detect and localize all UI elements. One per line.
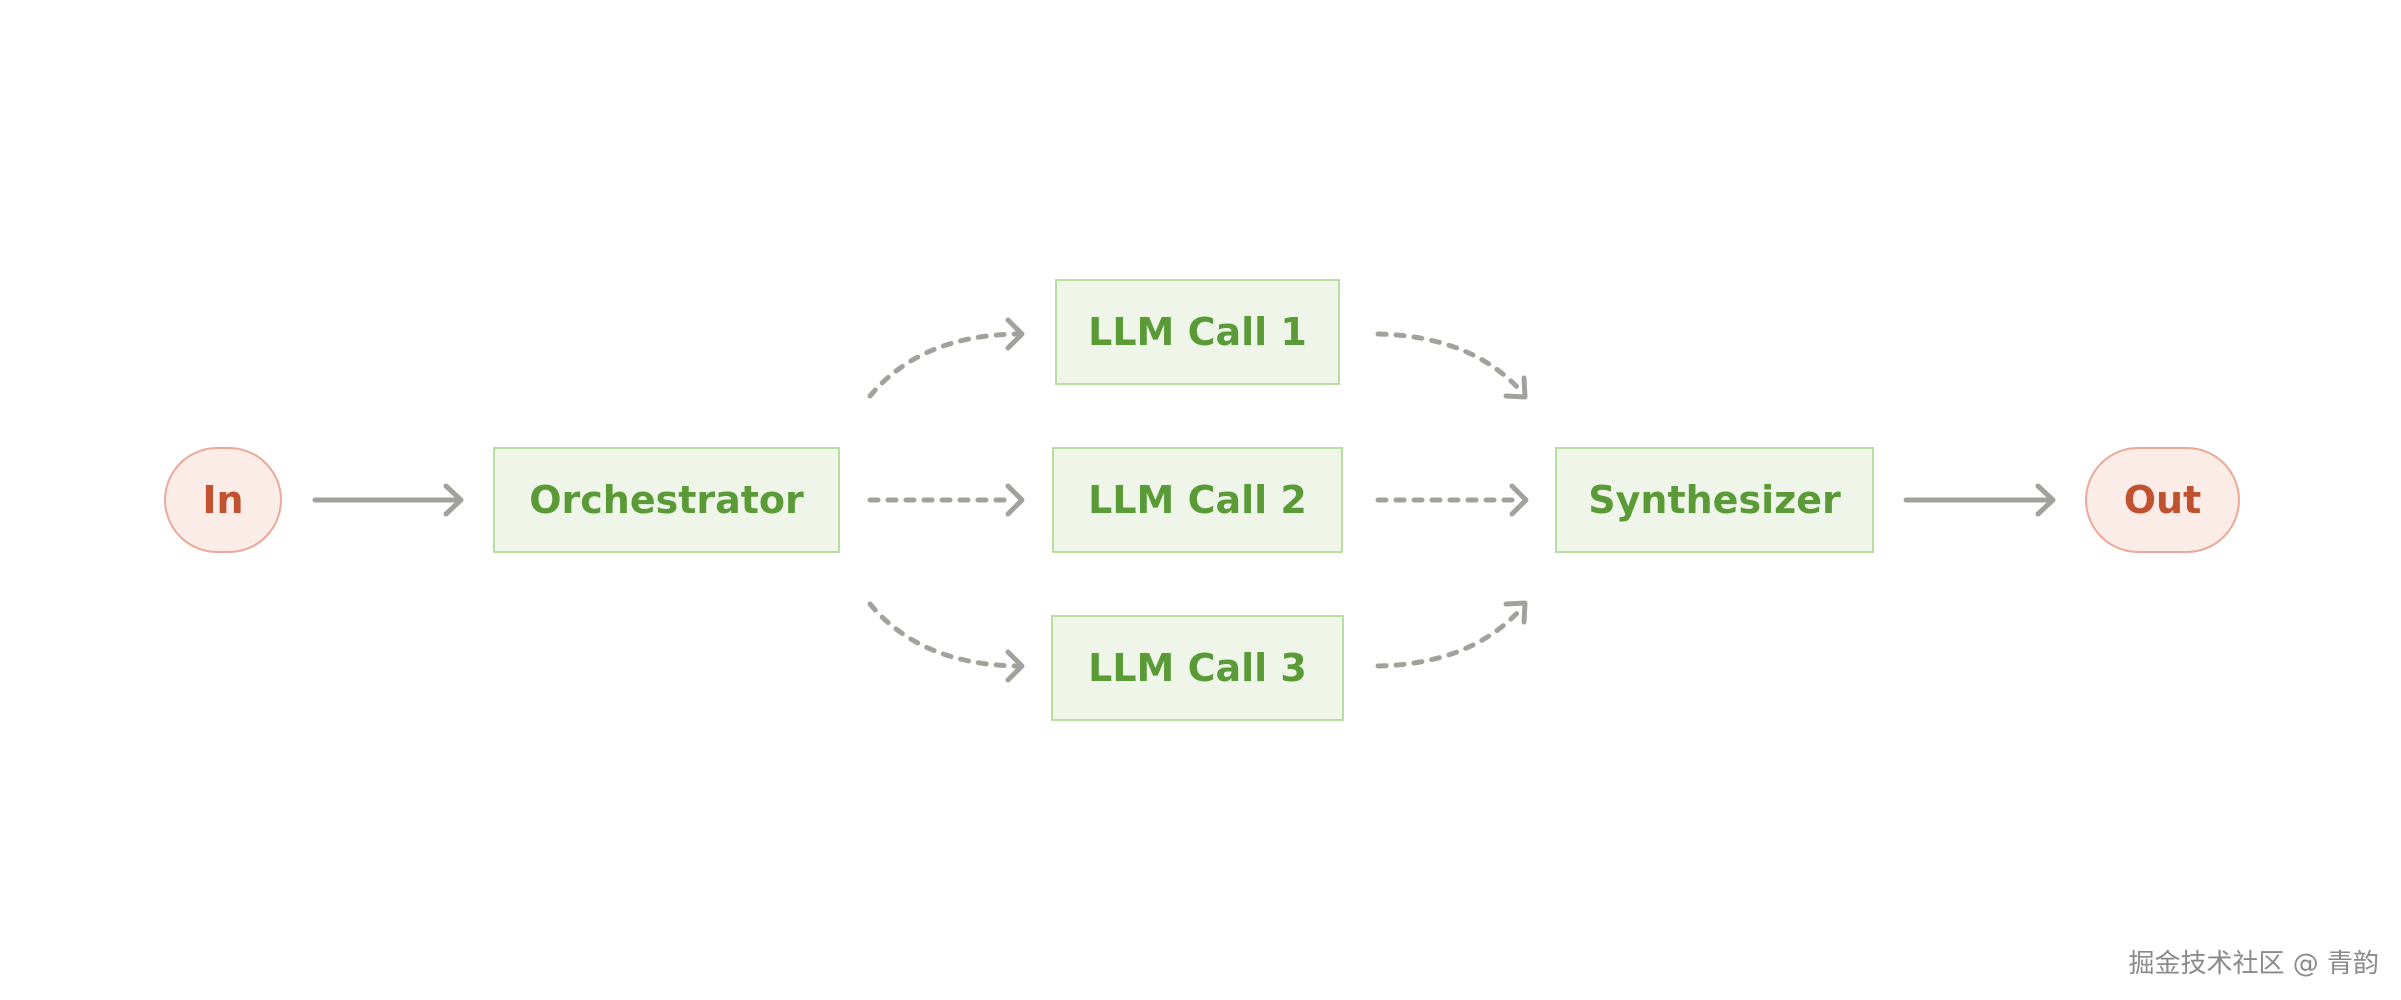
- node-synthesizer-label: Synthesizer: [1588, 478, 1841, 522]
- node-out: Out: [2085, 447, 2240, 553]
- arrow-orchestrator-to-llm-call-3: [867, 601, 1025, 683]
- node-llm-call-1: LLM Call 1: [1055, 279, 1340, 385]
- node-llm-call-3: LLM Call 3: [1051, 615, 1344, 721]
- arrow-synthesizer-to-out: [1903, 483, 2056, 517]
- watermark: 掘金技术社区 @ 青韵: [2128, 949, 2379, 979]
- node-llm-call-2-label: LLM Call 2: [1088, 478, 1307, 522]
- arrow-in-to-orchestrator: [312, 483, 464, 517]
- arrow-orchestrator-to-llm-call-2: [867, 483, 1025, 517]
- arrow-llm-call-1-to-synthesizer: [1375, 331, 1528, 400]
- node-llm-call-1-label: LLM Call 1: [1088, 310, 1307, 354]
- node-orchestrator: Orchestrator: [493, 447, 840, 553]
- arrow-llm-call-2-to-synthesizer: [1375, 483, 1529, 517]
- node-orchestrator-label: Orchestrator: [529, 478, 804, 522]
- node-out-label: Out: [2123, 478, 2202, 522]
- node-llm-call-3-label: LLM Call 3: [1088, 646, 1307, 690]
- node-llm-call-2: LLM Call 2: [1052, 447, 1343, 553]
- arrow-orchestrator-to-llm-call-1: [867, 317, 1025, 399]
- node-in-label: In: [202, 478, 244, 522]
- arrow-llm-call-3-to-synthesizer: [1375, 600, 1528, 669]
- node-in: In: [164, 447, 282, 553]
- node-synthesizer: Synthesizer: [1555, 447, 1874, 553]
